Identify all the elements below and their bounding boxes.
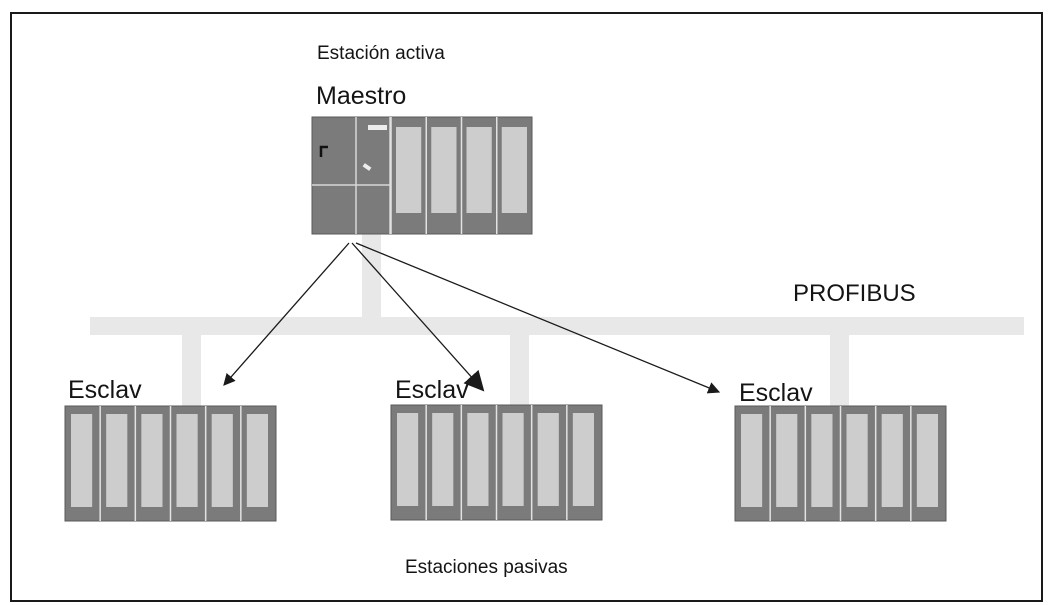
- bus-drop-slave-1: [182, 333, 201, 411]
- slave-module: [246, 414, 268, 507]
- bus-drop-slave-2: [510, 333, 529, 408]
- slave-module: [811, 414, 833, 507]
- slave-module: [846, 414, 868, 507]
- slave-module: [432, 413, 454, 506]
- slave-label-2: Esclav: [395, 376, 469, 404]
- bus-drop-slave-3: [830, 333, 849, 411]
- slave-module: [397, 413, 419, 506]
- slave-module: [467, 413, 489, 506]
- slave-module: [881, 414, 903, 507]
- master-module: [396, 127, 422, 213]
- slave-module: [106, 414, 128, 507]
- slave-module: [916, 414, 938, 507]
- poll-arrows: [223, 242, 721, 394]
- slave-label-3: Esclav: [739, 379, 813, 407]
- master-rack-body: [311, 116, 533, 235]
- cpu-key-icon: [362, 163, 372, 171]
- diagram-frame: [10, 12, 1043, 602]
- arrow-to-slave-1: [223, 242, 350, 386]
- master-module: [466, 127, 492, 213]
- slave-rack-3: [734, 405, 947, 522]
- cpu-switch-icon: [319, 145, 328, 157]
- bus-drop-master: [362, 234, 381, 319]
- master-caption: Estación activa: [317, 43, 445, 64]
- slave-module: [537, 413, 559, 506]
- slave-rack-2: [390, 404, 603, 521]
- master-rack: [311, 116, 533, 235]
- slave-module: [502, 413, 524, 506]
- master-module: [501, 127, 527, 213]
- slave-module: [71, 414, 93, 507]
- master-module: [431, 127, 457, 213]
- slave-module: [572, 413, 594, 506]
- slave-module: [776, 414, 798, 507]
- profibus-line: [90, 234, 1024, 411]
- slave-module: [176, 414, 198, 507]
- slave-module: [141, 414, 163, 507]
- arrow-to-slave-2: [351, 242, 485, 392]
- slave-module: [211, 414, 233, 507]
- slave-rack-1: [64, 405, 277, 522]
- slave-module: [741, 414, 763, 507]
- slave-label-1: Esclav: [68, 376, 142, 404]
- arrow-to-slave-3: [355, 242, 721, 394]
- bus-label: PROFIBUS: [793, 280, 916, 307]
- cpu-indicator: [368, 125, 387, 130]
- master-label: Maestro: [316, 82, 407, 110]
- passive-stations-caption: Estaciones pasivas: [405, 557, 568, 578]
